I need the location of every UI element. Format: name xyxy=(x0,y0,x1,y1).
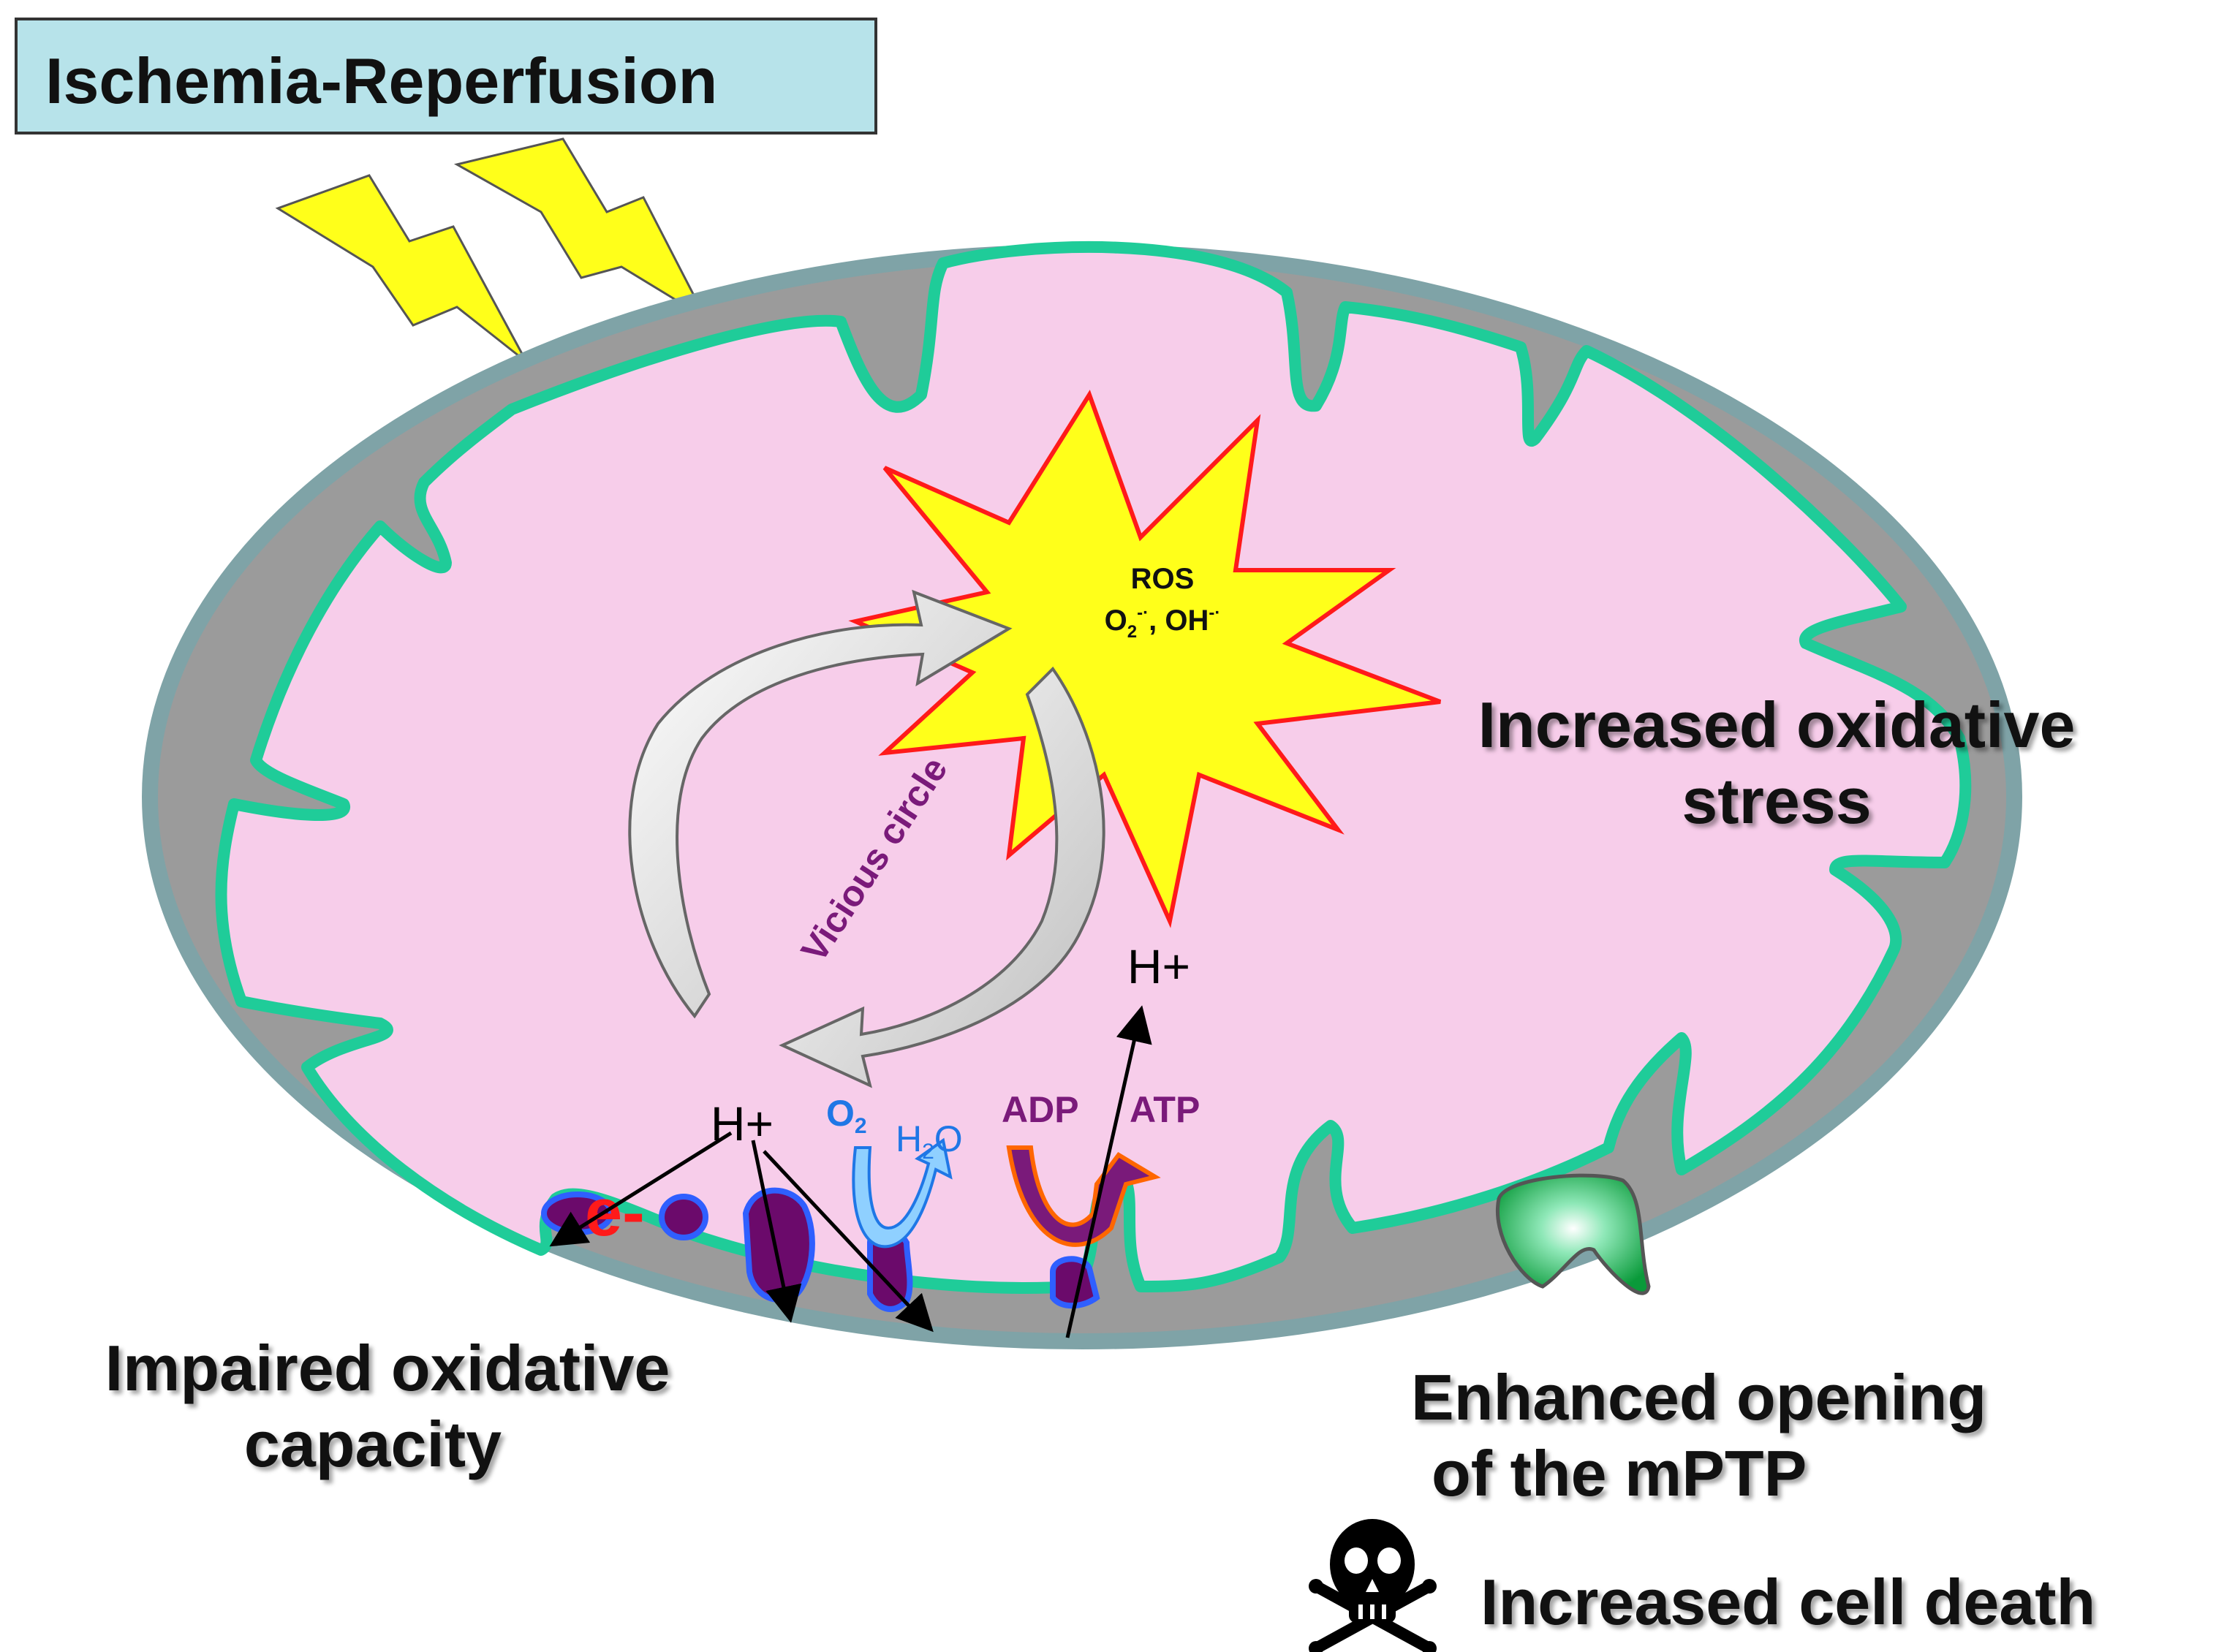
label-line: of the mPTP xyxy=(1432,1436,1807,1509)
label-line: Impaired oxidative xyxy=(105,1332,670,1404)
ros-oh-sup: -· xyxy=(1209,603,1220,623)
increased-oxidative-stress-label: Increased oxidative stress xyxy=(1411,687,2142,839)
h2o-o: O xyxy=(934,1118,963,1159)
o2-h2o-arrow xyxy=(852,1137,953,1249)
label-line: stress xyxy=(1682,764,1872,837)
adp-atp-arrow xyxy=(1006,1145,1161,1247)
ros-oh-main: , OH xyxy=(1149,605,1209,637)
label-line: Enhanced opening xyxy=(1411,1361,1987,1433)
o2-label: O2 xyxy=(826,1093,867,1138)
o2-sub: 2 xyxy=(855,1114,867,1138)
ros-o2-main: O xyxy=(1105,605,1127,637)
ros-starburst-icon xyxy=(848,390,1442,928)
atp-synthase xyxy=(1050,1256,1100,1309)
increased-cell-death-label: Increased cell death xyxy=(1481,1566,2096,1638)
adp-label: ADP xyxy=(1002,1089,1079,1130)
ros-label: ROS xyxy=(1131,563,1195,595)
mptp-pore-icon xyxy=(1496,1173,1651,1295)
title-box: Ischemia-Reperfusion xyxy=(15,18,877,134)
electron-label: e- xyxy=(585,1175,645,1250)
lightning-bolt-icon xyxy=(275,174,528,363)
proton-arrow xyxy=(751,1140,802,1323)
label-line: capacity xyxy=(243,1407,502,1480)
enhanced-opening-mptp-label: Enhanced opening of the mPTP xyxy=(1411,1360,2098,1512)
proton-arrow xyxy=(763,1150,934,1333)
h-plus-right: H+ xyxy=(1127,939,1190,993)
ros-o2-sup: -· xyxy=(1137,603,1149,623)
vicious-circle-arrow-lower xyxy=(779,666,1105,1088)
ros-species: O2-·, OH-· xyxy=(1105,603,1221,642)
o2-main: O xyxy=(826,1093,855,1134)
vicious-circle-arrow-upper xyxy=(628,589,1013,1019)
electron-carrier: e- xyxy=(541,1175,708,1250)
h-plus-left: H+ xyxy=(711,1096,774,1151)
proton-arrow xyxy=(1065,1005,1152,1338)
complex-i xyxy=(742,1187,815,1303)
h2o-sub: 2 xyxy=(922,1140,934,1164)
ros-o2-sub: 2 xyxy=(1127,622,1137,642)
skull-crossbones-icon xyxy=(1309,1519,1437,1652)
atp-label: ATP xyxy=(1130,1089,1200,1130)
proton-arrow xyxy=(549,1131,733,1247)
impaired-oxidative-capacity-label: Impaired oxidative capacity xyxy=(29,1330,746,1482)
h2o-label: H2O xyxy=(896,1118,963,1164)
lightning-bolt-icon xyxy=(453,137,708,322)
label-line: Increased oxidative xyxy=(1478,689,2076,761)
title: Ischemia-Reperfusion xyxy=(45,45,718,117)
h2o-h: H xyxy=(896,1118,922,1159)
